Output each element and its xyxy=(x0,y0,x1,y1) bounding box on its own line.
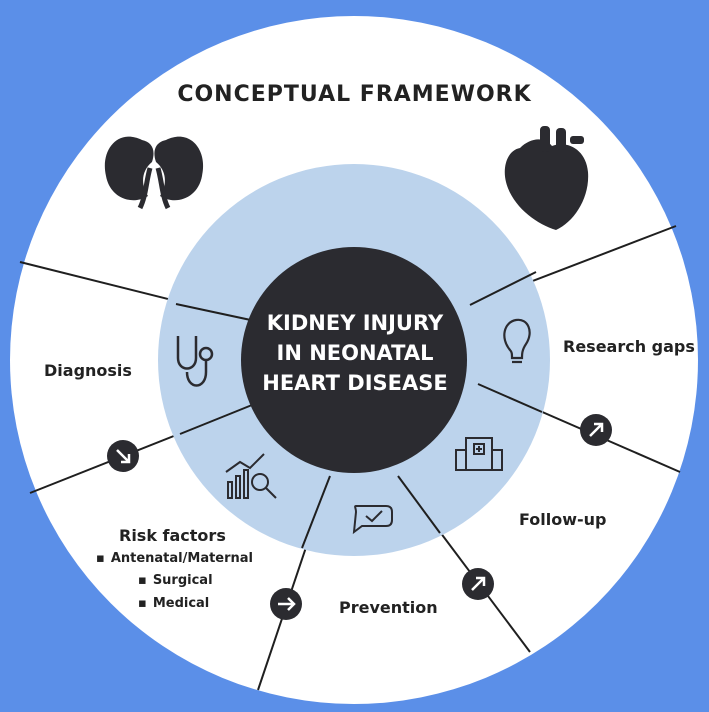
checkmark-chat-icon xyxy=(352,505,393,535)
arrow-badge-icon xyxy=(462,568,494,600)
diagram-title: CONCEPTUAL FRAMEWORK xyxy=(177,82,532,107)
center-line-3: HEART DISEASE xyxy=(262,371,448,395)
risk-factor-item: Medical xyxy=(138,596,209,611)
center-label: KIDNEY INJURY IN NEONATAL HEART DISEASE xyxy=(240,308,470,398)
arrow-badge-icon xyxy=(270,588,302,620)
segment-follow-up: Follow-up xyxy=(519,510,607,529)
stethoscope-icon xyxy=(176,336,214,387)
lightbulb-icon xyxy=(503,318,531,364)
arrow-badge-icon xyxy=(107,440,139,472)
chart-magnifier-icon xyxy=(225,453,277,499)
center-line-1: KIDNEY INJURY xyxy=(266,311,444,335)
kidneys-icon xyxy=(104,136,204,210)
risk-factor-item: Antenatal/Maternal xyxy=(96,551,253,566)
segment-diagnosis: Diagnosis xyxy=(44,361,132,380)
heart-icon xyxy=(504,126,589,230)
segment-research-gaps: Research gaps xyxy=(563,337,695,356)
risk-factor-item: Surgical xyxy=(138,573,213,588)
segment-prevention: Prevention xyxy=(339,598,438,617)
arrow-badge-icon xyxy=(580,414,612,446)
segment-risk-factors: Risk factors xyxy=(119,526,226,545)
hospital-icon xyxy=(455,437,503,471)
core-circle xyxy=(241,247,467,473)
center-line-2: IN NEONATAL xyxy=(276,341,434,365)
